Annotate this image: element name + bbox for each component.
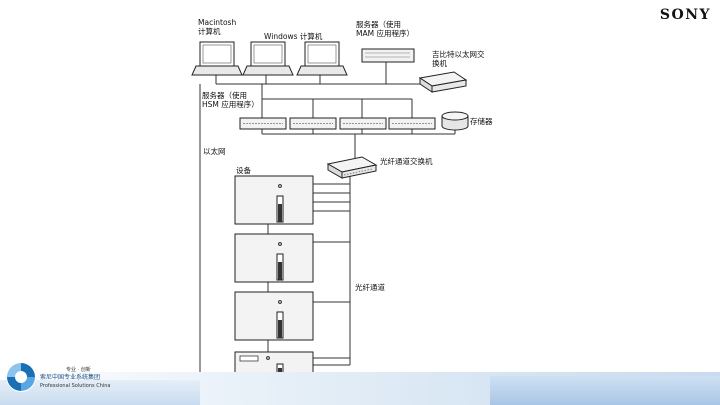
device-unit-1 bbox=[234, 175, 314, 225]
windows-laptop-icon-1 bbox=[242, 41, 294, 76]
device-unit-3 bbox=[234, 291, 314, 341]
windows-label: Windows 计算机 bbox=[264, 32, 323, 41]
fc-switch-icon bbox=[326, 156, 378, 179]
fc-switch-label: 光纤通道交换机 bbox=[380, 157, 433, 166]
hsm-server-icon-2 bbox=[289, 117, 337, 130]
ethernet-label: 以太网 bbox=[203, 147, 226, 156]
footer-band-right bbox=[490, 376, 720, 405]
device-unit-2 bbox=[234, 233, 314, 283]
storage-label: 存储器 bbox=[470, 117, 493, 126]
windows-laptop-icon-2 bbox=[296, 41, 348, 76]
sony-logo: SONY bbox=[659, 7, 711, 23]
hsm-server-icon-3 bbox=[339, 117, 387, 130]
storage-icon bbox=[441, 111, 469, 131]
gigabit-switch-label: 吉比特以太网交 换机 bbox=[432, 50, 485, 68]
org-logo-icon bbox=[6, 362, 36, 392]
gigabit-switch-icon bbox=[418, 71, 468, 93]
mac-label: Macintosh 计算机 bbox=[198, 18, 237, 36]
mam-server-label: 服务器（使用 MAM 应用程序） bbox=[356, 20, 414, 38]
org-tagline: 专业 · 创新 bbox=[66, 367, 91, 373]
org-name-en: Professional Solutions China bbox=[40, 383, 111, 389]
fiber-channel-label: 光纤通道 bbox=[355, 283, 385, 292]
org-name-cn: 索尼中国专业系统集团 bbox=[40, 374, 101, 381]
hsm-server-icon-4 bbox=[388, 117, 436, 130]
mam-server-icon bbox=[361, 48, 415, 63]
device-label: 设备 bbox=[236, 166, 251, 175]
hsm-server-icon-1 bbox=[239, 117, 287, 130]
hsm-server-label: 服务器（使用 HSM 应用程序） bbox=[202, 91, 259, 109]
mac-laptop-icon bbox=[191, 41, 243, 76]
